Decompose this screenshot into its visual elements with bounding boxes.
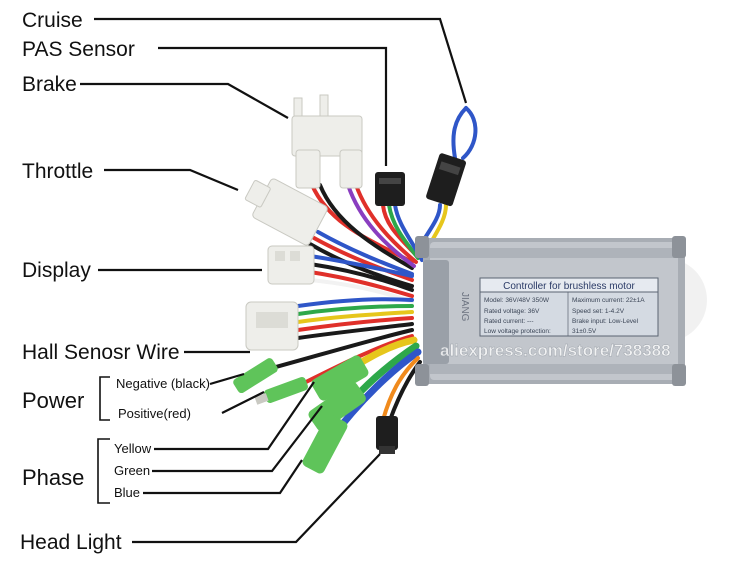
throttle-connector — [244, 178, 328, 246]
watermark-text: aliexpress.com/store/738388 — [440, 341, 671, 360]
power-negative-terminal — [233, 358, 278, 394]
mounting-tab — [415, 236, 429, 258]
power-bracket — [99, 376, 110, 421]
head-light-connector — [376, 416, 398, 454]
label-throttle: Throttle — [22, 160, 93, 183]
hall-sensor-connector — [245, 301, 299, 351]
label-brake: Brake — [22, 73, 77, 96]
svg-text:JIANG: JIANG — [459, 292, 470, 322]
label-phase-yellow: Yellow — [114, 441, 152, 456]
plate-row4-left: Low voltage protection: — [484, 328, 551, 335]
controller-label-plate: Controller for brushless motor Model: 36… — [479, 277, 659, 337]
mounting-tab — [415, 364, 429, 386]
mounting-tab — [672, 364, 686, 386]
phase-bracket — [97, 438, 110, 504]
phase-green-terminal — [308, 382, 366, 432]
plate-row4-right: 31±0.5V — [572, 328, 597, 335]
plate-row1-left: Model: 36V/48V 350W — [484, 297, 550, 304]
pas-sensor-connector — [375, 172, 405, 206]
label-display: Display — [22, 259, 91, 282]
label-power: Power — [22, 388, 84, 413]
plate-row3-left: Rated current: --- — [484, 318, 534, 325]
label-power-positive: Positive(red) — [118, 406, 191, 421]
plate-row2-left: Rated voltage: 36V — [484, 308, 540, 315]
phase-yellow-terminal — [311, 355, 369, 401]
label-head-light: Head Light — [20, 531, 122, 554]
label-cruise: Cruise — [22, 9, 83, 32]
leader-lines — [80, 17, 468, 544]
brake-connector — [291, 94, 363, 189]
phase-blue-terminal — [302, 414, 348, 474]
label-pas-sensor: PAS Sensor — [22, 38, 135, 61]
plate-row2-right: Speed set: 1-4.2V — [572, 308, 625, 315]
controller-title: Controller for brushless motor — [503, 281, 635, 292]
label-phase-blue: Blue — [114, 485, 140, 500]
label-hall-sensor-wire: Hall Senosr Wire — [22, 341, 180, 364]
label-phase: Phase — [22, 465, 84, 490]
display-connector — [267, 245, 315, 285]
label-power-negative: Negative (black) — [116, 376, 210, 391]
plate-row1-right: Maximum current: 22±1A — [572, 297, 645, 304]
mounting-tab — [672, 236, 686, 258]
cruise-connector — [426, 153, 466, 207]
plate-row3-right: Brake input: Low-Level — [572, 318, 639, 325]
label-phase-green: Green — [114, 463, 150, 478]
